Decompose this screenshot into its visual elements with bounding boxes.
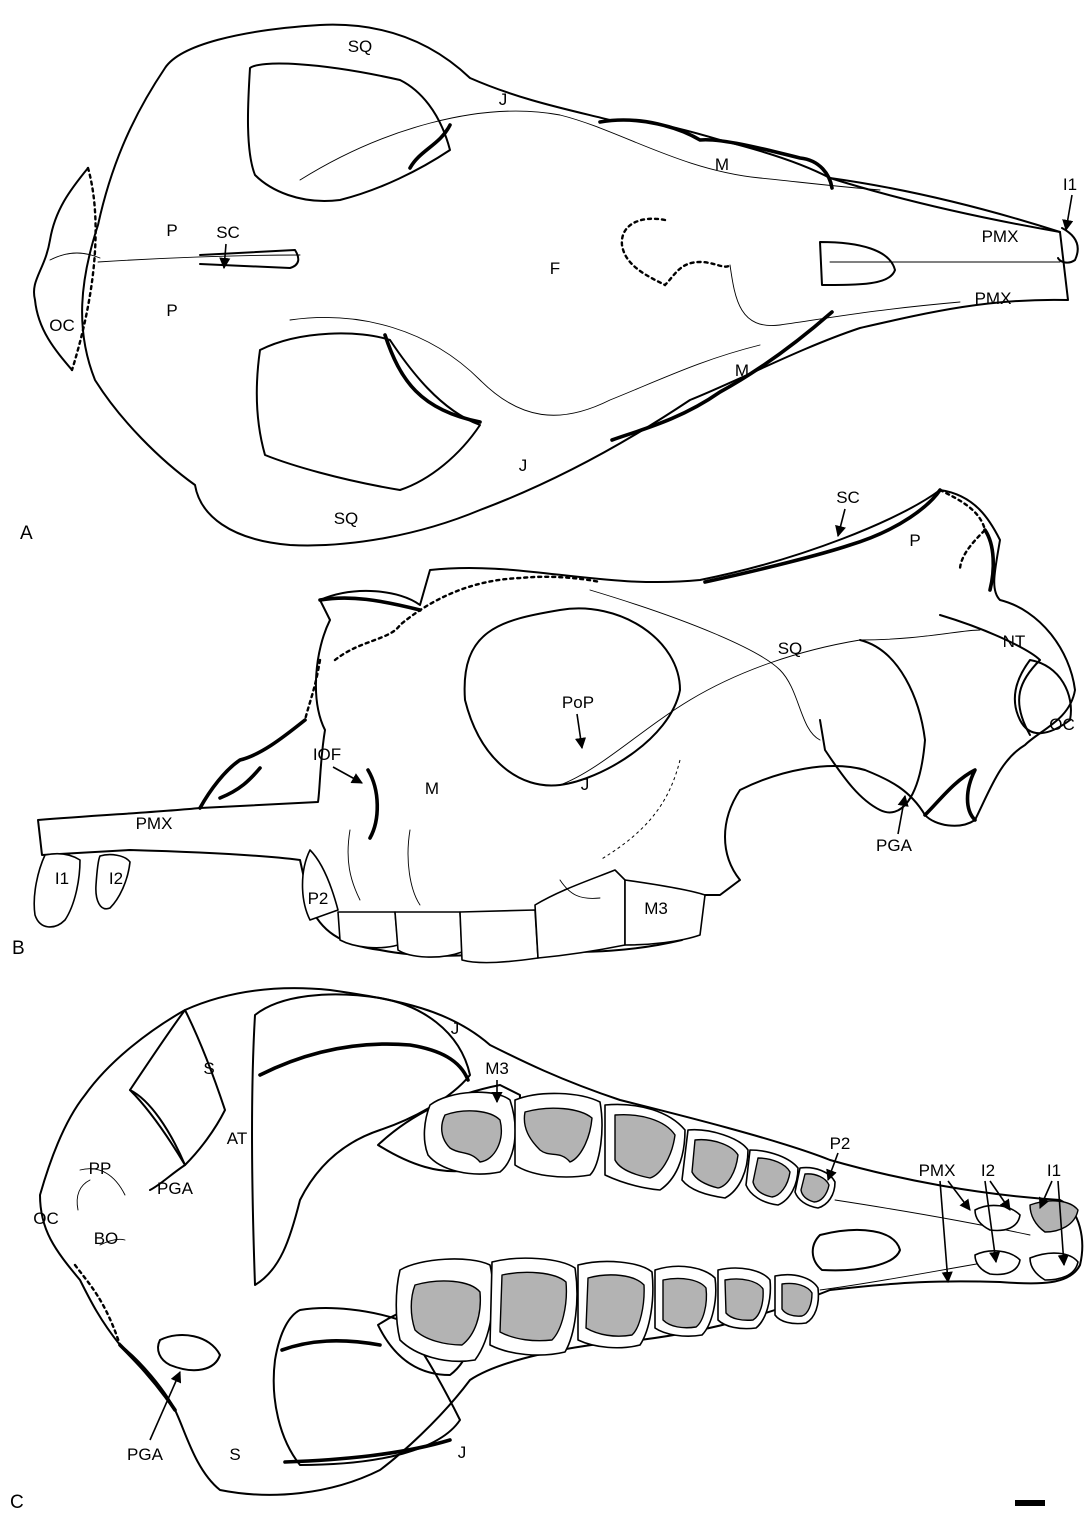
panel-letter-b: B xyxy=(12,938,25,959)
label-a-pmx-lower: PMX xyxy=(975,289,1012,308)
label-b-sc: SC xyxy=(836,488,860,507)
label-c-m3: M3 xyxy=(485,1059,509,1078)
label-c-j-top: J xyxy=(451,1019,460,1038)
arrow-c-pmx-2 xyxy=(948,1181,970,1210)
label-c-pmx: PMX xyxy=(919,1161,956,1180)
arrow-a-i1 xyxy=(1066,195,1072,230)
label-b-pop: PoP xyxy=(562,693,594,712)
label-a-j-top: J xyxy=(499,90,508,109)
label-b-i2: I2 xyxy=(109,869,123,888)
label-c-bo: BO xyxy=(94,1229,119,1248)
label-b-nt: NT xyxy=(1003,632,1026,651)
label-c-i2: I2 xyxy=(981,1161,995,1180)
label-b-m3: M3 xyxy=(644,899,668,918)
label-c-pga-top: PGA xyxy=(157,1179,194,1198)
arrow-b-sc xyxy=(838,509,845,536)
label-c-at: AT xyxy=(227,1129,247,1148)
panel-b-lateral-view xyxy=(34,490,1075,963)
label-a-sq-bottom: SQ xyxy=(334,509,359,528)
panel-letter-a: A xyxy=(20,523,33,544)
label-a-m-top: M xyxy=(715,155,729,174)
label-b-sq: SQ xyxy=(778,639,803,658)
label-b-p2: P2 xyxy=(308,889,329,908)
label-b-j: J xyxy=(581,775,590,794)
arrow-c-p2 xyxy=(828,1153,838,1180)
label-b-pmx: PMX xyxy=(136,814,173,833)
label-c-s-top: S xyxy=(203,1059,214,1078)
label-a-p-upper: P xyxy=(166,221,177,240)
label-c-i1: I1 xyxy=(1047,1161,1061,1180)
label-a-i1: I1 xyxy=(1063,175,1077,194)
label-c-p2: P2 xyxy=(830,1134,851,1153)
label-c-oc: OC xyxy=(33,1209,59,1228)
arrow-c-pmx-1 xyxy=(940,1181,948,1282)
scale-bar xyxy=(1015,1500,1045,1506)
label-a-m-bottom: M xyxy=(735,361,749,380)
label-a-pmx-upper: PMX xyxy=(982,227,1019,246)
arrow-b-pga xyxy=(898,796,905,834)
label-c-s-bottom: S xyxy=(229,1445,240,1464)
label-c-pp: PP xyxy=(89,1159,112,1178)
label-b-oc: OC xyxy=(1049,715,1075,734)
label-a-sc: SC xyxy=(216,223,240,242)
label-b-i1: I1 xyxy=(55,869,69,888)
label-b-iof: IOF xyxy=(313,745,341,764)
label-a-oc: OC xyxy=(49,316,75,335)
panel-letter-c: C xyxy=(10,1492,24,1513)
arrow-b-pop xyxy=(577,714,582,748)
label-a-f: F xyxy=(550,259,560,278)
label-b-pga: PGA xyxy=(876,836,913,855)
panel-c-ventral-view xyxy=(40,988,1082,1495)
arrow-b-iof xyxy=(333,767,362,783)
label-b-m: M xyxy=(425,779,439,798)
label-c-pga-bottom: PGA xyxy=(127,1445,164,1464)
panel-a-dorsal-view xyxy=(34,25,1078,546)
label-c-j-bottom: J xyxy=(458,1443,467,1462)
label-a-j-bottom: J xyxy=(519,456,528,475)
label-a-sq-top: SQ xyxy=(348,37,373,56)
label-a-p-lower: P xyxy=(166,301,177,320)
label-b-p: P xyxy=(909,531,920,550)
